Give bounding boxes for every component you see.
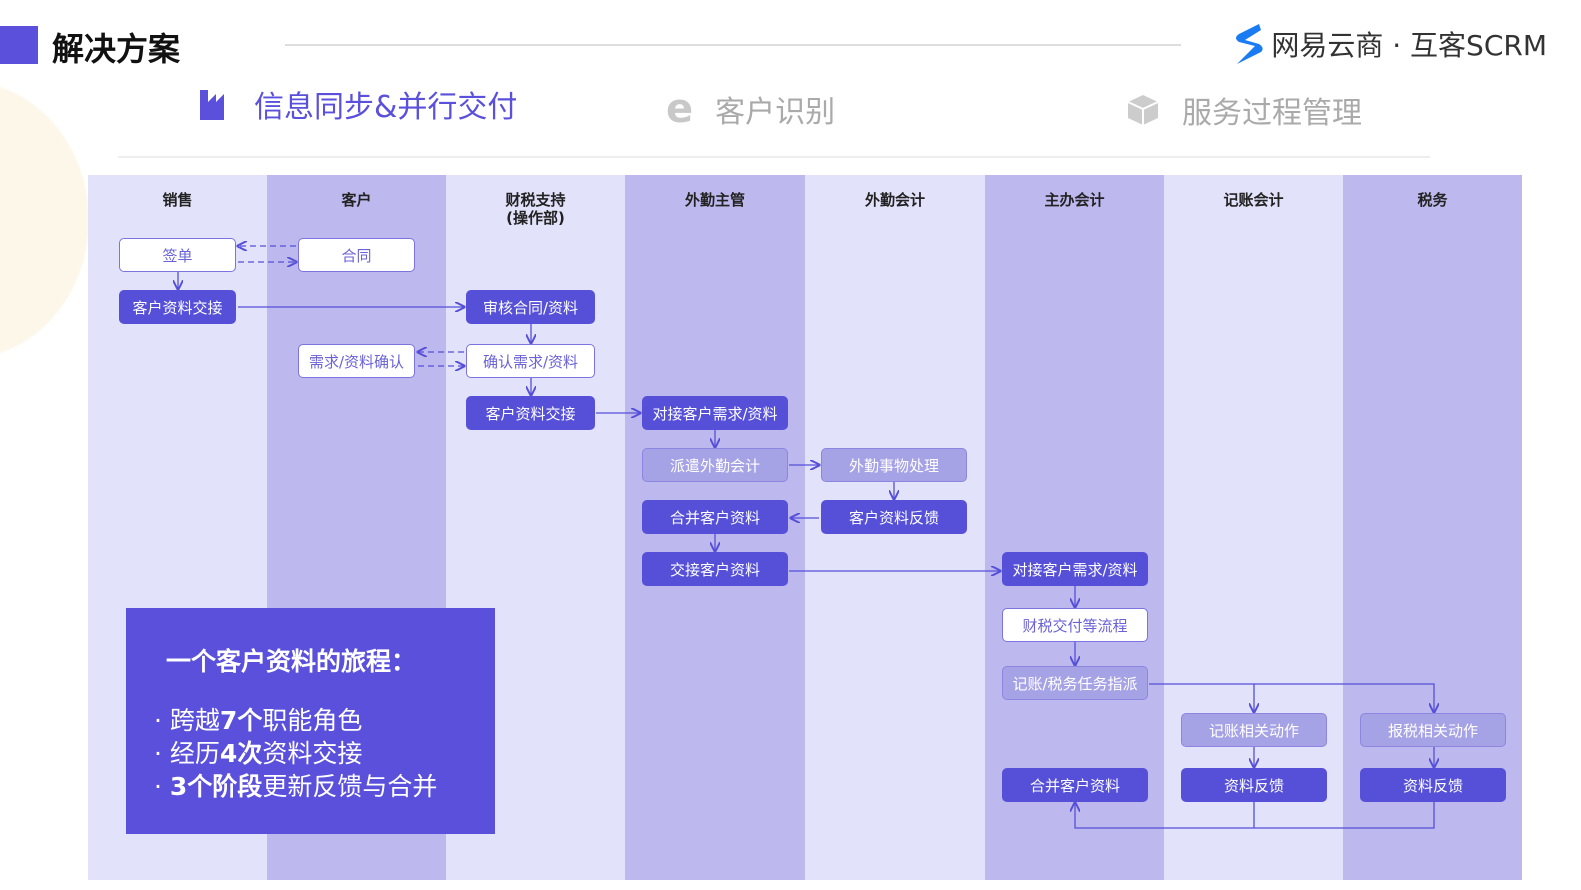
flow-node: 记账相关动作 xyxy=(1181,713,1327,747)
flow-node: 对接客户需求/资料 xyxy=(1002,552,1148,586)
summary-title: 一个客户资料的旅程： xyxy=(166,647,417,676)
lane-header: 销售 xyxy=(162,191,193,209)
flow-node: 记账/税务任务指派 xyxy=(1002,666,1148,700)
summary-panel: 一个客户资料的旅程： · 跨越7个职能角色 · 经历4次资料交接 · 3个阶段更… xyxy=(126,608,495,834)
tab-service-process[interactable]: 服务过程管理 xyxy=(1126,88,1362,132)
flow-node: 客户资料交接 xyxy=(466,396,595,430)
flow-node: 合并客户资料 xyxy=(1002,768,1148,802)
lane-header: 外勤主管 xyxy=(684,191,745,209)
lane-header: 外勤会计 xyxy=(864,191,925,209)
lane-header: 税务 xyxy=(1417,191,1448,209)
flow-node: 资料反馈 xyxy=(1360,768,1506,802)
flow-node: 派遣外勤会计 xyxy=(642,448,788,482)
brand-name: 网易云商 · 互客SCRM xyxy=(1271,29,1547,62)
flow-node: 交接客户资料 xyxy=(642,552,788,586)
lane-lead-accountant: 主办会计 xyxy=(985,175,1164,880)
flow-node: 签单 xyxy=(119,238,236,272)
tab-label: 客户识别 xyxy=(715,95,836,130)
lane-header: 记账会计 xyxy=(1223,191,1284,209)
flow-node: 客户资料交接 xyxy=(119,290,236,324)
page-title: 解决方案 xyxy=(52,30,181,68)
edge-e-icon: e xyxy=(666,86,694,132)
header-divider xyxy=(285,44,1181,46)
lane-header: 客户 xyxy=(341,191,372,209)
tab-customer-identify[interactable]: e 客户识别 xyxy=(666,86,835,132)
cube-icon xyxy=(1127,95,1159,125)
tab-label: 服务过程管理 xyxy=(1182,96,1362,131)
summary-item: · 跨越7个职能角色 xyxy=(154,706,363,735)
logo-icon xyxy=(1236,24,1263,64)
flow-node: 客户资料反馈 xyxy=(821,500,967,534)
tab-label: 信息同步&并行交付 xyxy=(254,90,518,125)
flow-connectors xyxy=(0,0,1540,829)
factory-icon xyxy=(200,90,224,120)
flow-node: 财税交付等流程 xyxy=(1002,608,1148,642)
flow-node: 资料反馈 xyxy=(1181,768,1327,802)
tab-info-sync[interactable]: 信息同步&并行交付 xyxy=(200,82,517,126)
flow-node: 审核合同/资料 xyxy=(466,290,595,324)
title-accent-block xyxy=(0,26,38,64)
flow-node: 合同 xyxy=(298,238,415,272)
lane-header: 财税支持 (操作部) xyxy=(505,191,566,227)
decorative-circle xyxy=(0,80,90,360)
flow-node: 报税相关动作 xyxy=(1360,713,1506,747)
flow-node: 确认需求/资料 xyxy=(466,344,595,378)
summary-item: · 经历4次资料交接 xyxy=(154,739,363,768)
flow-node: 需求/资料确认 xyxy=(298,344,415,378)
flow-node: 对接客户需求/资料 xyxy=(642,396,788,430)
tabs-divider xyxy=(118,156,1430,158)
flow-node: 合并客户资料 xyxy=(642,500,788,534)
lane-header: 主办会计 xyxy=(1044,191,1105,209)
brand-logo: 网易云商 · 互客SCRM xyxy=(1231,22,1547,66)
flow-node: 外勤事物处理 xyxy=(821,448,967,482)
summary-item: · 3个阶段更新反馈与合并 xyxy=(154,772,438,801)
